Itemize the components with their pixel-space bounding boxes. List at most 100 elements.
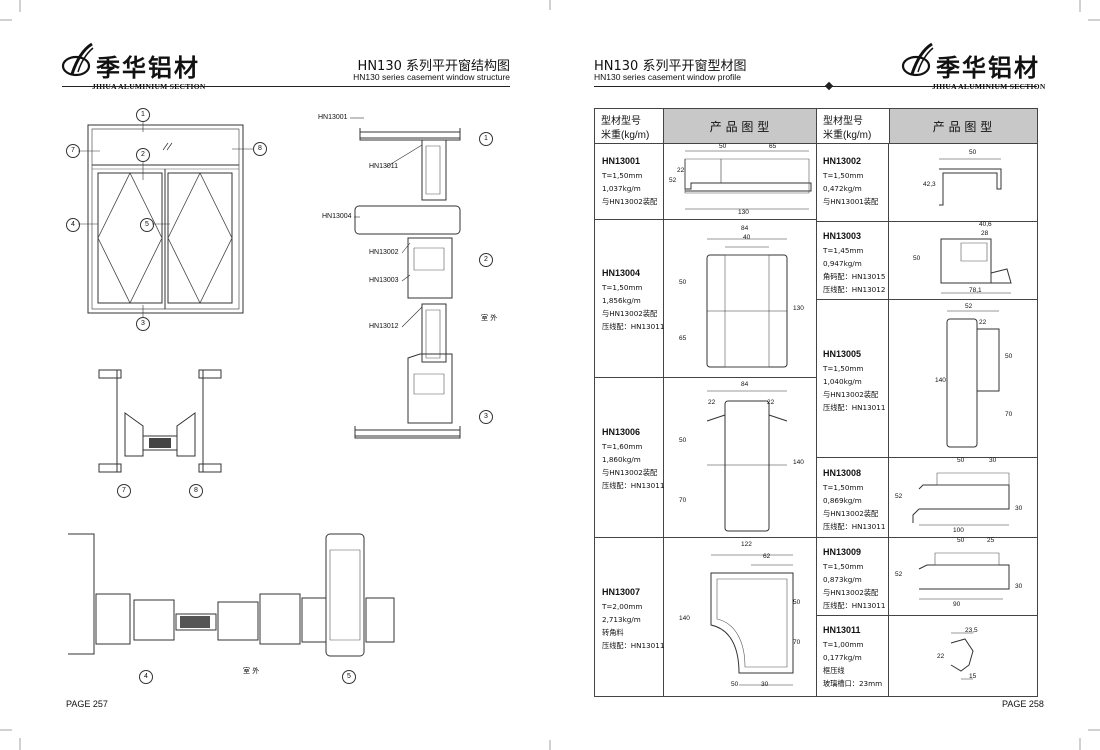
dim-label: 140 — [935, 377, 946, 384]
mullion-section-drawing — [95, 368, 225, 478]
profile-spec-line: 0,472kg/m — [823, 184, 862, 193]
profile-code: HN13004 — [602, 268, 641, 278]
row-divider — [595, 537, 816, 538]
window-elevation-drawing — [88, 125, 248, 315]
vertical-section-drawing — [350, 118, 470, 448]
page-title-cn: HN130 系列平开窗结构图 — [357, 59, 510, 74]
profile-spec-line: 与HN13002装配 — [823, 509, 879, 518]
callout-5: 5 — [140, 218, 154, 232]
row-divider — [816, 537, 1037, 538]
profile-spec-line: 压线配：HN13011 — [823, 522, 886, 531]
callout-7-section: 7 — [117, 484, 131, 498]
dim-label: 50 — [679, 437, 687, 444]
dim-label: 78,1 — [969, 287, 982, 294]
profile-code: HN13002 — [823, 156, 862, 166]
dim-label: 50 — [731, 681, 739, 688]
callout-8: 8 — [253, 142, 267, 156]
profile-spec-line: 与HN13002装配 — [602, 197, 658, 206]
row-divider — [595, 219, 816, 220]
page-title-cn-right: HN130 系列平开窗型材图 — [594, 59, 747, 74]
dim-label: 130 — [793, 305, 804, 312]
dim-label: 50 — [793, 599, 801, 606]
profile-spec-line: 1,040kg/m — [823, 377, 862, 386]
profile-spec-line: 与HN13002装配 — [823, 390, 879, 399]
dim-label: 40,6 — [979, 221, 992, 228]
dim-label: 140 — [679, 615, 690, 622]
dim-label: 84 — [741, 225, 749, 232]
row-divider — [816, 299, 1037, 300]
dim-label: 62 — [763, 553, 771, 560]
row-divider — [595, 377, 816, 378]
dim-label: 30 — [761, 681, 769, 688]
col-divider-mid — [816, 143, 817, 696]
label-hn13003: HN13003 — [369, 277, 399, 284]
header-model-right: 型材型号 米重(kg/m) — [816, 109, 890, 143]
dim-label: 50 — [969, 149, 977, 156]
dim-label: 52 — [669, 177, 677, 184]
dim-label: 22 — [708, 399, 716, 406]
profile-spec-line: 玻璃槽口：23mm — [823, 679, 883, 688]
diamond-icon — [824, 81, 834, 91]
dim-label: 90 — [953, 601, 961, 608]
horizontal-section-drawing — [68, 532, 398, 662]
profile-drawing-hn13006 — [691, 385, 801, 535]
row-divider — [816, 221, 1037, 222]
profile-spec-line: 0,177kg/m — [823, 653, 862, 662]
profile-spec-line: 压线配：HN13011 — [823, 601, 886, 610]
label-hn13002: HN13002 — [369, 249, 399, 256]
outdoor-label-horizontal: 室 外 — [243, 667, 260, 675]
callout-3: 3 — [136, 317, 150, 331]
brand-name-cn-right: 季华铝材 — [936, 54, 1040, 82]
profile-spec-line: 压线配：HN13011 — [602, 322, 665, 331]
header-model-right-line2: 米重(kg/m) — [823, 130, 872, 141]
dim-label: 130 — [738, 209, 749, 216]
row-divider — [816, 457, 1037, 458]
profile-spec-line: 0,873kg/m — [823, 575, 862, 584]
dim-label: 50 — [719, 143, 727, 150]
header-product-right: 产 品 图 型 — [932, 120, 993, 134]
profile-spec-line: T=1,00mm — [823, 640, 864, 649]
profile-spec-line: 与HN13001装配 — [823, 197, 879, 206]
profile-spec-line: 与HN13002装配 — [602, 468, 658, 477]
dim-label: 100 — [953, 527, 964, 534]
profile-spec-line: 0,947kg/m — [823, 259, 862, 268]
profile-table: 型材型号 米重(kg/m) 产 品 图 型 型材型号 米重(kg/m) 产 品 … — [594, 108, 1038, 697]
profile-spec-line: 角码配：HN13015 — [823, 272, 886, 281]
profile-spec-line: T=1,50mm — [823, 171, 864, 180]
profile-code: HN13008 — [823, 468, 862, 478]
dim-label: 50 — [679, 279, 687, 286]
profile-code: HN13007 — [602, 587, 641, 597]
dim-label: 50 — [1005, 353, 1013, 360]
left-page: 季华铝材 JIHUA ALUMINIUM SECTION HN130 系列平开窗… — [61, 0, 510, 709]
profile-code: HN13009 — [823, 547, 862, 557]
profile-spec-line: 压线配：HN13011 — [602, 641, 665, 650]
dim-label: 28 — [981, 230, 989, 237]
dim-label: 70 — [793, 639, 801, 646]
dim-label: 84 — [741, 381, 749, 388]
dim-label: 30 — [989, 457, 997, 464]
col-divider-left — [663, 143, 664, 696]
profile-drawing-hn13009 — [899, 539, 1029, 614]
profile-spec-line: T=1,50mm — [823, 562, 864, 571]
profile-code: HN13006 — [602, 427, 641, 437]
dim-label: 70 — [1005, 411, 1013, 418]
profile-code: HN13003 — [823, 231, 862, 241]
outdoor-label-vertical: 室 外 — [481, 314, 498, 322]
profile-spec-line: T=1,45mm — [823, 246, 864, 255]
dim-label: 22 — [677, 167, 685, 174]
row-divider — [816, 615, 1037, 616]
callout-leader-lines — [70, 110, 270, 330]
dim-label: 52 — [895, 493, 903, 500]
dim-label: 52 — [965, 303, 973, 310]
label-hn13004: HN13004 — [322, 213, 352, 220]
callout-2: 2 — [136, 148, 150, 162]
callout-1-section: 1 — [479, 132, 493, 146]
profile-spec-line: T=1,50mm — [823, 364, 864, 373]
dim-label: 22 — [937, 653, 945, 660]
dim-label: 15 — [969, 673, 977, 680]
profile-spec-line: 压线配：HN13012 — [823, 285, 886, 294]
logo-mark-icon — [901, 42, 936, 77]
profile-spec-line: 1,860kg/m — [602, 455, 641, 464]
page-title-en: HN130 series casement window structure — [353, 72, 510, 82]
profile-spec-line: 与HN13002装配 — [602, 309, 658, 318]
